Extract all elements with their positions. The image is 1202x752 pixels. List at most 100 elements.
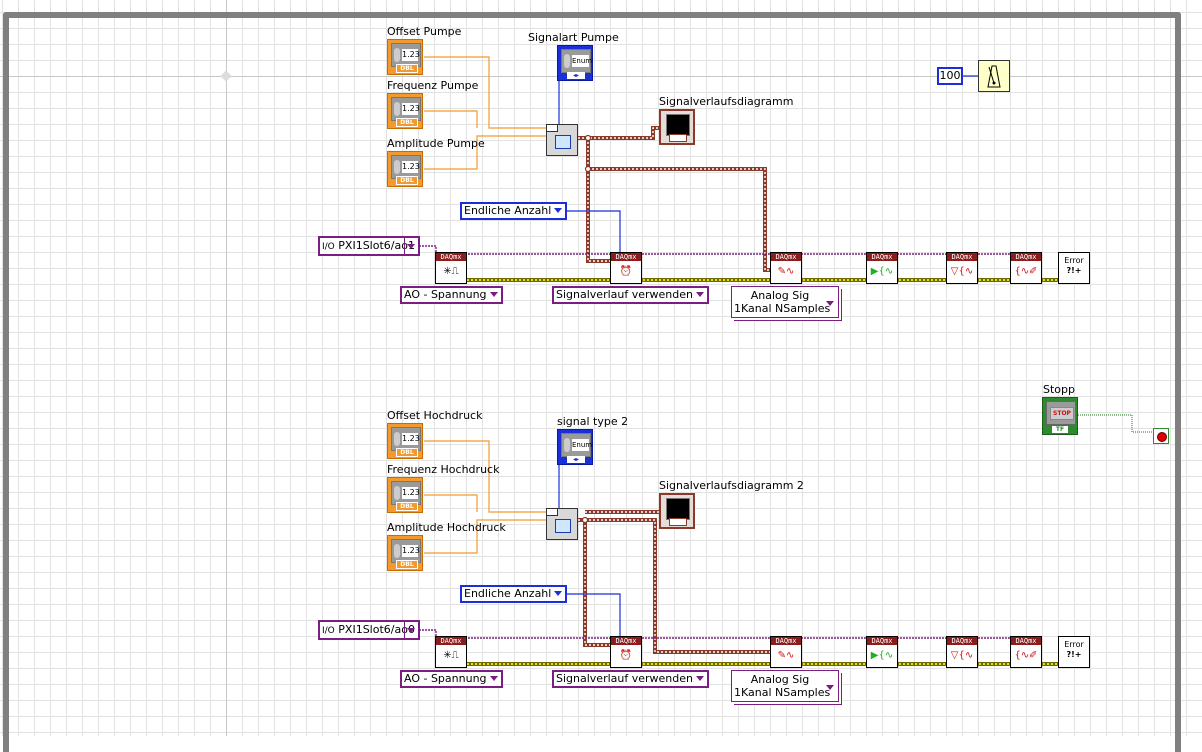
wire-amplitude-pumpe <box>424 135 548 170</box>
sample-mode-ring-1[interactable]: Endliche Anzahl <box>460 202 568 220</box>
origin-axis-horizontal <box>0 76 1202 77</box>
enum-value: Enum <box>572 439 593 451</box>
waveform-icon <box>547 125 558 132</box>
dropdown-arrow-icon <box>554 591 563 596</box>
daqmx-header: DAQmx <box>867 637 897 645</box>
wire-task-2 <box>419 629 1040 639</box>
start-play-icon: ▶{∿ <box>870 266 894 277</box>
daqmx-wait-until-done-1[interactable]: DAQmx ▽{∿ <box>946 252 978 284</box>
mode-line2: 1Kanal NSamples <box>734 686 831 699</box>
enum-value: Enum <box>572 55 593 67</box>
daqmx-create-channel-1[interactable]: DAQmx ✳⎍ <box>435 252 467 284</box>
dbl-type-tag: DBL <box>396 560 418 569</box>
mode-value: AO - Spannung <box>404 672 487 685</box>
wait-ms-constant[interactable]: 100 <box>937 67 963 85</box>
dropdown-arrow-icon <box>826 301 834 306</box>
dropdown-arrow-icon <box>554 208 563 213</box>
daqmx-write-1[interactable]: DAQmx ✎∿ <box>770 252 802 284</box>
daqmx-start-task-2[interactable]: DAQmx ▶{∿ <box>866 636 898 668</box>
while-loop-frame[interactable] <box>3 12 1181 752</box>
spinner-icon <box>564 438 570 452</box>
daqmx-clear-task-1[interactable]: DAQmx {∿✐ <box>1010 252 1042 284</box>
loop-condition-stop-icon[interactable] <box>1153 428 1169 444</box>
io-icon: I/O <box>322 626 335 636</box>
signalart-pumpe-control[interactable]: Enum ◂▸ <box>557 45 593 81</box>
daqmx-timing-1[interactable]: DAQmx ⏰ <box>610 252 642 284</box>
write-mode-selector-2[interactable]: Analog Sig 1Kanal NSamples <box>731 670 839 702</box>
basic-function-generator-2[interactable] <box>546 508 578 540</box>
waveform-graph-1[interactable] <box>659 109 695 145</box>
signal-screen-icon <box>555 135 571 149</box>
sample-mode-value: Endliche Anzahl <box>464 204 552 217</box>
channel-value: PXI1Slot6/ao0 <box>338 623 415 636</box>
daqmx-header: DAQmx <box>1011 637 1041 645</box>
offset-hochdruck-control[interactable]: 1.23 DBL <box>387 423 423 459</box>
spinner-icon <box>394 102 400 116</box>
timing-mode-selector-2[interactable]: Signalverlauf verwenden <box>552 670 709 688</box>
frequenz-pumpe-control[interactable]: 1.23 DBL <box>387 93 423 129</box>
error-symbols: ?!+ <box>1066 266 1082 275</box>
amplitude-hochdruck-control[interactable]: 1.23 DBL <box>387 535 423 571</box>
signal-screen-icon <box>555 519 571 533</box>
daqmx-start-task-1[interactable]: DAQmx ▶{∿ <box>866 252 898 284</box>
simple-error-handler-1[interactable]: Error ?!+ <box>1058 252 1090 284</box>
physical-channel-constant-2[interactable]: I/O PXI1Slot6/ao0 <box>318 620 420 640</box>
channel-value: PXI1Slot6/ao1 <box>338 239 415 252</box>
wire-offset-hochdruck <box>424 440 548 513</box>
enum-arrows-icon: ◂▸ <box>567 72 585 79</box>
basic-function-generator-1[interactable] <box>546 124 578 156</box>
sample-mode-value: Endliche Anzahl <box>464 587 552 600</box>
dropdown-arrow-icon <box>489 292 498 297</box>
error-text: Error <box>1064 640 1084 649</box>
amplitude-pumpe-label: Amplitude Pumpe <box>387 137 485 150</box>
mode-value: Signalverlauf verwenden <box>556 288 693 301</box>
wait-until-next-ms-metronome-icon[interactable] <box>978 60 1010 92</box>
signalverlaufsdiagramm-2-label: Signalverlaufsdiagramm 2 <box>659 479 804 492</box>
amplitude-pumpe-control[interactable]: 1.23 DBL <box>387 151 423 187</box>
stopp-label: Stopp <box>1043 383 1075 396</box>
create-channel-mode-selector-2[interactable]: AO - Spannung <box>400 670 503 688</box>
dropdown-arrow-icon <box>826 685 834 690</box>
write-pencil-icon: ✎∿ <box>777 266 795 277</box>
tf-type-tag: TF <box>1052 426 1068 433</box>
error-text: Error <box>1064 256 1084 265</box>
dropdown-arrow-icon[interactable] <box>404 238 418 254</box>
mode-value: AO - Spannung <box>404 288 487 301</box>
block-diagram-canvas[interactable] <box>0 0 1202 736</box>
daqmx-create-channel-2[interactable]: DAQmx ✳⎍ <box>435 636 467 668</box>
clock-icon: ⏰ <box>619 650 633 661</box>
physical-channel-constant-1[interactable]: I/O PXI1Slot6/ao1 <box>318 236 420 256</box>
daqmx-wait-until-done-2[interactable]: DAQmx ▽{∿ <box>946 636 978 668</box>
mode-line1: Analog Sig <box>750 289 810 302</box>
wire-amplitude-hochdruck <box>424 519 548 554</box>
error-symbols: ?!+ <box>1066 650 1082 659</box>
daqmx-header: DAQmx <box>611 637 641 645</box>
signal-type-2-control[interactable]: Enum ◂▸ <box>557 429 593 465</box>
write-mode-selector-1[interactable]: Analog Sig 1Kanal NSamples <box>731 286 839 318</box>
eraser-icon: {∿✐ <box>1014 266 1038 277</box>
dropdown-arrow-icon[interactable] <box>404 622 418 638</box>
waveform-graph-2[interactable] <box>659 493 695 529</box>
timing-mode-selector-1[interactable]: Signalverlauf verwenden <box>552 286 709 304</box>
create-channel-icon: ✳⎍ <box>443 266 459 277</box>
daqmx-header: DAQmx <box>771 637 801 645</box>
io-icon: I/O <box>322 242 335 252</box>
offset-pumpe-control[interactable]: 1.23 DBL <box>387 39 423 75</box>
create-channel-mode-selector-1[interactable]: AO - Spannung <box>400 286 503 304</box>
spinner-icon <box>564 54 570 68</box>
sample-mode-ring-2[interactable]: Endliche Anzahl <box>460 585 568 603</box>
simple-error-handler-2[interactable]: Error ?!+ <box>1058 636 1090 668</box>
signal-type-2-label: signal type 2 <box>557 415 629 428</box>
numeric-value: 1.23 <box>402 103 420 115</box>
daqmx-timing-2[interactable]: DAQmx ⏰ <box>610 636 642 668</box>
stop-button-control[interactable]: STOP TF <box>1042 397 1078 435</box>
spinner-icon <box>394 48 400 62</box>
frequenz-hochdruck-control[interactable]: 1.23 DBL <box>387 477 423 513</box>
wire-frequenz-pumpe <box>424 110 478 128</box>
wire-waveform-write-2 <box>585 519 772 653</box>
daqmx-clear-task-2[interactable]: DAQmx {∿✐ <box>1010 636 1042 668</box>
daqmx-write-2[interactable]: DAQmx ✎∿ <box>770 636 802 668</box>
spinner-icon <box>394 432 400 446</box>
signalart-pumpe-label: Signalart Pumpe <box>528 31 619 44</box>
clock-icon: ⏰ <box>619 266 633 277</box>
